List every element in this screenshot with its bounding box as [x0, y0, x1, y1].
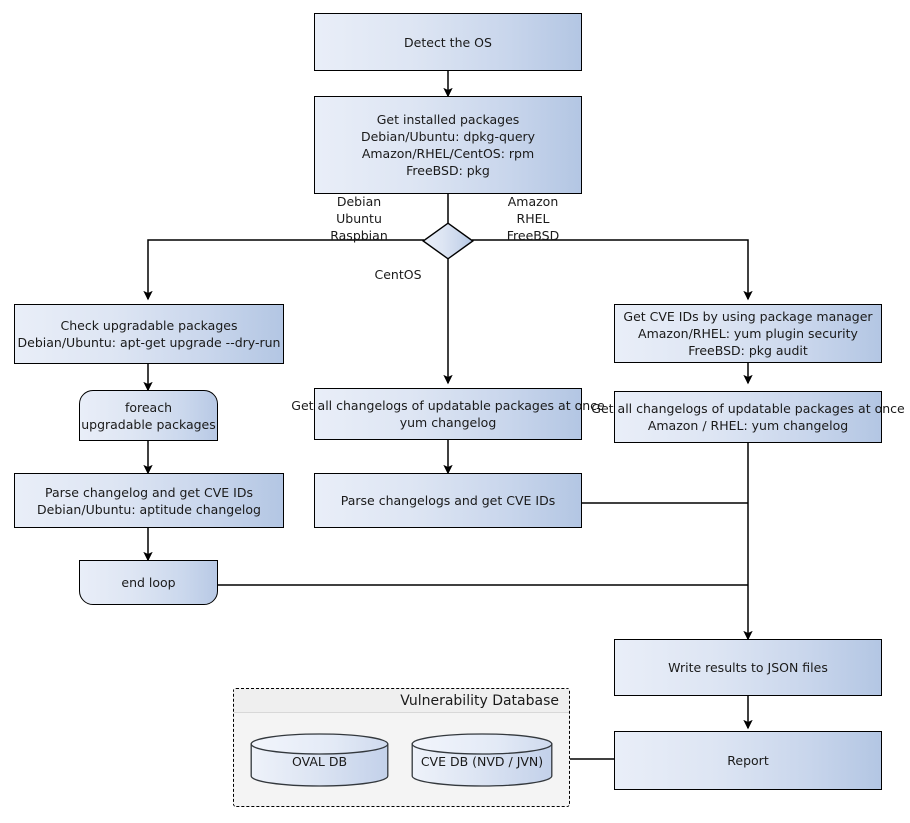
node-get-cve-ids-pkgmgr-line3: FreeBSD: pkg audit: [688, 343, 808, 358]
db-cve-top: [411, 733, 553, 755]
node-get-installed-packages-line1: Get installed packages: [376, 112, 520, 127]
node-end-loop-label: end loop: [121, 575, 176, 590]
node-write-results-label: Write results to JSON files: [668, 660, 828, 675]
node-foreach-loop[interactable]: foreach upgradable packages: [79, 390, 218, 441]
edge-label-left-line2: Ubuntu: [336, 211, 382, 226]
node-foreach-loop-line2: upgradable packages: [81, 416, 216, 432]
db-oval[interactable]: OVAL DB: [250, 733, 389, 787]
vulnerability-database-title: Vulnerability Database: [234, 689, 569, 713]
node-get-installed-packages-line3: Amazon/RHEL/CentOS: rpm: [361, 146, 535, 161]
node-parse-changelogs-center-label: Parse changelogs and get CVE IDs: [340, 493, 556, 508]
node-os-decision[interactable]: [422, 222, 474, 260]
edge-label-right-line1: Amazon: [507, 194, 559, 209]
node-get-installed-packages-line2: Debian/Ubuntu: dpkg-query: [360, 129, 536, 144]
edge-label-right-branch: Amazon RHEL FreeBSD: [484, 193, 582, 244]
edge-label-center-branch: CentOS: [356, 266, 440, 283]
node-check-upgradable-line2: Debian/Ubuntu: apt-get upgrade --dry-run: [17, 335, 281, 350]
node-get-cve-ids-pkgmgr-line2: Amazon/RHEL: yum plugin security: [638, 326, 858, 341]
node-get-cve-ids-pkgmgr[interactable]: Get CVE IDs by using package manager Ama…: [614, 304, 882, 363]
edge-label-left-line3: Raspbian: [330, 228, 388, 243]
db-oval-body: [250, 743, 389, 787]
node-parse-changelog-left-line1: Parse changelog and get CVE IDs: [45, 484, 253, 500]
node-foreach-loop-line1: foreach: [124, 399, 173, 415]
node-detect-os-label: Detect the OS: [404, 34, 492, 50]
node-changelogs-right[interactable]: Get all changelogs of updatable packages…: [591, 391, 905, 443]
edge-label-right-line2: RHEL: [516, 211, 550, 226]
db-cve-label: CVE DB (NVD / JVN): [420, 754, 544, 769]
edge-label-left-branch: Debian Ubuntu Raspbian: [310, 193, 408, 244]
decision-diamond-shape: [422, 222, 474, 260]
node-changelogs-center-line2: yum changelog: [399, 415, 497, 430]
node-detect-os[interactable]: Detect the OS: [314, 13, 582, 71]
edge-label-right-line3: FreeBSD: [506, 228, 560, 243]
db-cve[interactable]: CVE DB (NVD / JVN): [411, 733, 553, 787]
node-get-installed-packages-line4: FreeBSD: pkg: [406, 163, 490, 178]
node-end-loop[interactable]: end loop: [79, 560, 218, 605]
node-check-upgradable[interactable]: Check upgradable packages Debian/Ubuntu:…: [14, 304, 284, 364]
node-check-upgradable-line1: Check upgradable packages: [60, 318, 238, 333]
edge-label-center-line1: CentOS: [374, 267, 422, 282]
edge-label-left-line1: Debian: [336, 194, 382, 209]
node-write-results[interactable]: Write results to JSON files: [614, 639, 882, 696]
node-get-cve-ids-pkgmgr-line1: Get CVE IDs by using package manager: [623, 309, 873, 324]
db-oval-top: [250, 733, 389, 755]
node-changelogs-right-line1: Get all changelogs of updatable packages…: [591, 401, 905, 416]
node-report[interactable]: Report: [614, 731, 882, 790]
node-changelogs-center[interactable]: Get all changelogs of updatable packages…: [291, 388, 605, 440]
node-parse-changelog-left-line2: Debian/Ubuntu: aptitude changelog: [37, 501, 261, 517]
node-get-installed-packages[interactable]: Get installed packages Debian/Ubuntu: dp…: [314, 96, 582, 194]
db-cve-body: [411, 743, 553, 787]
node-report-label: Report: [727, 753, 769, 768]
node-parse-changelogs-center[interactable]: Parse changelogs and get CVE IDs: [314, 473, 582, 528]
node-changelogs-right-line2: Amazon / RHEL: yum changelog: [647, 418, 849, 433]
node-changelogs-center-line1: Get all changelogs of updatable packages…: [291, 398, 605, 413]
node-parse-changelog-left[interactable]: Parse changelog and get CVE IDs Debian/U…: [14, 473, 284, 528]
edge-decision-right: [472, 239, 753, 301]
db-oval-label: OVAL DB: [291, 754, 348, 769]
